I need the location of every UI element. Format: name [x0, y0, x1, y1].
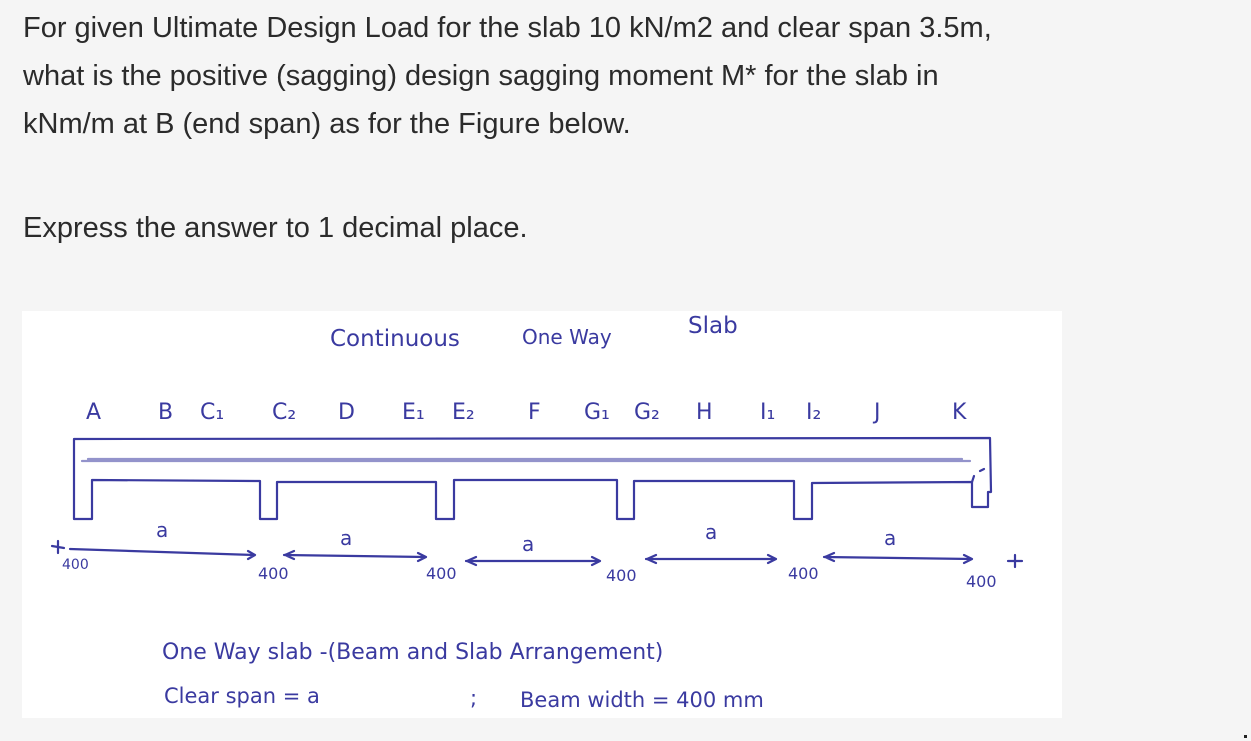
label-J: J: [872, 400, 881, 425]
label-G1: G₁: [584, 400, 610, 425]
caption-separator: ;: [470, 686, 477, 710]
label-I2: I₂: [806, 400, 821, 425]
answer-instruction: Express the answer to 1 decimal place.: [23, 212, 528, 244]
figure-caption-line1: One Way slab -(Beam and Slab Arrangement…: [162, 640, 663, 665]
figure-title-continuous: Continuous: [330, 326, 460, 352]
span-label-3: a: [522, 532, 534, 556]
caption-beam-width: Beam width = 400 mm: [520, 688, 764, 712]
span-labels: a a a a a: [156, 518, 896, 556]
slab-surface-line: [80, 457, 972, 463]
support-width-3: 400: [426, 564, 457, 583]
span-label-2: a: [340, 526, 352, 550]
label-I1: I₁: [760, 400, 775, 425]
span-arrow-1: [68, 547, 257, 561]
span-label-5: a: [884, 526, 896, 550]
point-labels: A B C₁ C₂ D E₁ E₂ F G₁ G₂ H I₁ I₂ J K: [86, 400, 967, 425]
caption-clear-span: Clear span = a: [164, 684, 320, 708]
question-line-2: what is the positive (sagging) design sa…: [23, 60, 939, 92]
label-H: H: [696, 400, 713, 425]
support-width-5: 400: [788, 564, 819, 583]
span-arrow-5: [822, 551, 974, 565]
label-E2: E₂: [452, 400, 475, 425]
label-G2: G₂: [634, 400, 660, 425]
support-width-2: 400: [258, 564, 289, 583]
slab-beam-outline: [72, 436, 993, 521]
question-line-3: kNm/m at B (end span) as for the Figure …: [23, 108, 631, 140]
stray-dot: [1244, 735, 1247, 738]
label-B: B: [158, 400, 173, 425]
slab-diagram: Continuous One Way Slab A B C₁ C₂ D E₁ E…: [50, 313, 1024, 712]
label-E1: E₁: [402, 400, 425, 425]
dimension-arrows: [50, 539, 1024, 569]
span-label-4: a: [705, 520, 717, 544]
label-C1: C₁: [200, 400, 224, 425]
question-line-1: For given Ultimate Design Load for the s…: [23, 12, 992, 44]
span-label-1: a: [156, 518, 168, 542]
support-width-1: 400: [62, 557, 89, 573]
span-arrow-3: [464, 555, 602, 567]
label-D: D: [338, 400, 355, 425]
question-text: For given Ultimate Design Load for the s…: [23, 4, 1223, 148]
beam-end-mark: [970, 467, 986, 484]
label-A: A: [86, 400, 101, 425]
support-width-6: 400: [966, 572, 997, 591]
label-K: K: [952, 400, 967, 425]
figure-title-slab: Slab: [688, 313, 738, 339]
end-tick-marks: [50, 539, 1024, 569]
label-C2: C₂: [272, 400, 296, 425]
support-width-4: 400: [606, 566, 637, 585]
support-width-labels: 400 400 400 400 400 400: [62, 557, 997, 591]
figure-title-one-way: One Way: [522, 325, 612, 349]
slab-figure: Continuous One Way Slab A B C₁ C₂ D E₁ E…: [22, 311, 1062, 718]
label-F: F: [528, 400, 541, 425]
span-arrow-4: [644, 553, 778, 565]
span-arrow-2: [282, 549, 428, 563]
